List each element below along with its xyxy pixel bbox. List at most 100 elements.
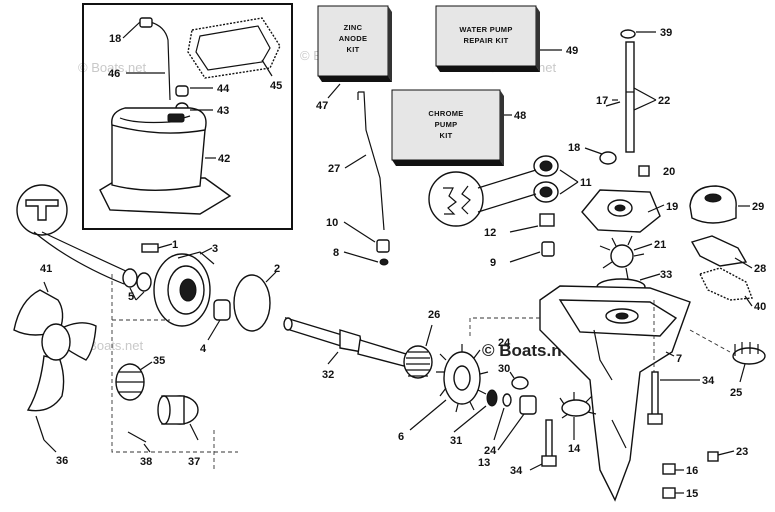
bolt-34-lower [541,419,557,467]
propeller-41 [13,289,97,441]
water-kit-line2: REPAIR KIT [464,36,509,45]
gasket-45 [187,17,281,79]
bolt-34 [647,371,663,425]
callout-44: 44 [217,83,230,95]
chrome-kit-line3: KIT [440,131,453,140]
callout-40: 40 [754,301,766,313]
callout-1: 1 [172,239,178,251]
water-kit-line1: WATER PUMP [459,25,512,34]
callout-34b: 34 [510,465,523,477]
callout-38: 38 [140,456,152,468]
callout-34a: 34 [702,375,715,387]
callout-39: 39 [660,27,672,39]
plate-28 [690,235,748,267]
bushing-9 [541,241,555,257]
callout-33: 33 [660,269,672,281]
callout-30: 30 [498,363,510,375]
callout-27: 27 [328,163,340,175]
callout-47: 47 [316,100,328,112]
bushing-13 [519,395,537,415]
callout-45: 45 [270,80,282,92]
washer-24 [502,393,512,407]
snap-ring-39 [620,29,636,39]
watermark: © Boats.net [78,60,147,75]
callout-36: 36 [56,455,68,467]
gearcase-7 [539,285,691,502]
washer-5b [136,272,152,292]
callout-24b: 24 [484,445,497,457]
callout-29: 29 [752,201,764,213]
grommet-44 [175,85,189,97]
callout-49: 49 [566,45,578,57]
callout-11: 11 [580,177,592,189]
callout-14: 14 [568,443,581,455]
washer-5a [122,268,138,288]
callout-20: 20 [663,166,675,178]
callout-3: 3 [212,243,218,255]
o-ring-8 [379,258,389,266]
propeller-shaft-32 [283,316,407,367]
callout-8: 8 [333,247,339,259]
detail-circle-seal [428,169,537,227]
driveshaft-22 [625,41,635,153]
callout-9: 9 [490,257,496,269]
plug-15 [662,487,676,499]
callout-42: 42 [218,153,230,165]
o-ring-2 [233,274,271,332]
callout-28: 28 [754,263,766,275]
bearing-set-11 [533,155,559,227]
callout-16: 16 [686,465,698,477]
seal-18 [599,151,617,165]
pin-17 [605,101,621,107]
chrome-pump-kit-box [391,89,504,166]
callout-7: 7 [676,353,682,365]
zinc-kit-line3: KIT [347,45,360,54]
chrome-kit-line2: PUMP [435,120,458,129]
callout-31: 31 [450,435,462,447]
callout-4: 4 [200,343,207,355]
thrust-washer-31 [486,389,498,407]
gear-6 [436,344,489,413]
callout-37: 37 [188,456,200,468]
zinc-anode-kit-box [317,5,392,82]
callout-5: 5 [128,291,134,303]
callout-19: 19 [666,201,678,213]
spring-26 [403,345,433,379]
impeller-21 [599,235,645,280]
callout-10: 10 [326,217,338,229]
callout-21: 21 [654,239,666,251]
callout-46: 46 [108,68,120,80]
chrome-kit-line1: CHROME [428,109,463,118]
water-pump-repair-kit-box [435,5,540,72]
spline-drive-35 [115,363,145,401]
cotter-pin-38 [127,431,147,443]
pinion-gear-14 [559,392,597,419]
thrust-bushing-37 [157,395,199,425]
callout-23: 23 [736,446,748,458]
callout-32: 32 [322,369,334,381]
pump-housing-19 [581,189,661,233]
bearing-housing-3 [153,251,215,327]
callout-24a: 24 [498,337,511,349]
grommet-18 [139,17,153,28]
callout-6: 6 [398,431,404,443]
callout-48: 48 [514,110,526,122]
exhaust-housing-42 [99,107,232,215]
callout-25: 25 [730,387,742,399]
gasket-40 [699,267,753,301]
callout-41: 41 [40,263,52,275]
callout-17: 17 [596,95,608,107]
detail-circle-thrust [16,184,129,285]
anode-25 [732,342,766,365]
shift-rod-27 [358,91,385,231]
screw-23 [707,451,719,462]
pump-cover-29 [689,185,737,224]
callout-13: 13 [478,457,490,469]
bushing-4 [213,299,231,321]
callout-43: 43 [217,105,229,117]
watermark-main: © Boats.net [482,341,577,360]
callout-35: 35 [153,355,165,367]
zinc-kit-line2: ANODE [339,34,368,43]
callout-18: 18 [109,33,121,45]
